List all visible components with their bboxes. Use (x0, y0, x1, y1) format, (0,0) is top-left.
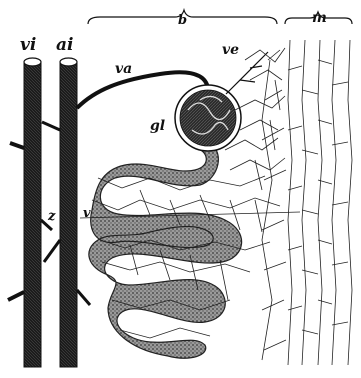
convoluted-tubule (89, 140, 242, 358)
label-z: z (47, 209, 56, 224)
label-b: b (178, 13, 187, 28)
label-ai: ai (56, 35, 73, 55)
label-m: m (312, 10, 327, 26)
label-ve: ve (222, 42, 239, 58)
label-gl: gl (150, 118, 165, 134)
label-va: va (115, 61, 132, 77)
glomerulus-gl (175, 85, 241, 151)
label-v: v (83, 206, 91, 221)
medulla-region-m (262, 40, 352, 365)
vein-vi (8, 58, 52, 367)
label-vi: vi (20, 35, 36, 55)
